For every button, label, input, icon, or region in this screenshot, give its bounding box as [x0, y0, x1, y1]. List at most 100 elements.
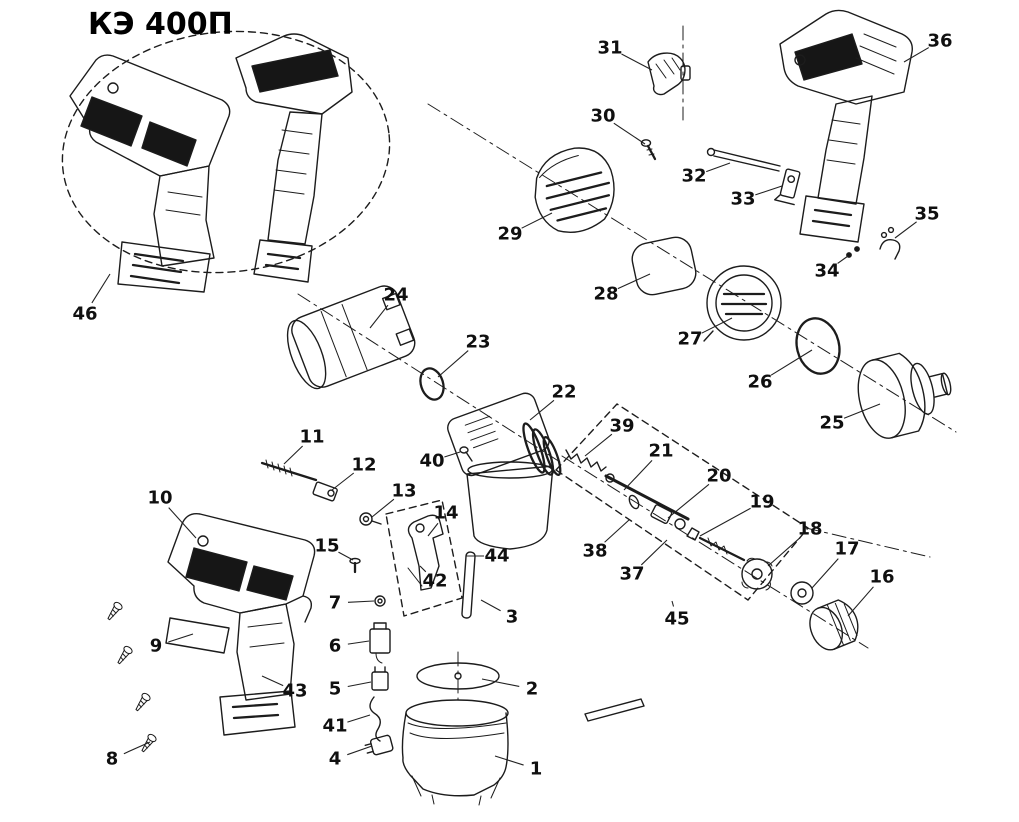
part-label-8: 8 [106, 749, 119, 770]
part-label-7: 7 [329, 593, 342, 614]
part-29-grille [534, 147, 615, 234]
part-31-clip [647, 52, 691, 96]
leader-line-22 [529, 399, 555, 421]
part-23-oring [419, 367, 445, 401]
part-label-2: 2 [526, 679, 539, 700]
leader-line-33 [755, 185, 783, 196]
leader-line-37 [640, 539, 668, 566]
part-28-filter [631, 236, 697, 296]
part-label-4: 4 [329, 749, 342, 770]
part-label-29: 29 [497, 224, 522, 245]
leader-line-40 [444, 451, 461, 458]
gun-10-body [167, 513, 316, 736]
nameplate-9 [165, 617, 230, 654]
needle-assembly [565, 449, 746, 562]
part-label-26: 26 [747, 372, 772, 393]
part-label-10: 10 [147, 488, 172, 509]
part-16-air-cap [809, 599, 859, 651]
part-26-oring [795, 317, 841, 375]
part-30-screw [640, 139, 657, 161]
part-label-37: 37 [619, 564, 644, 585]
leader-line-16 [847, 586, 874, 617]
detail-box-45 [555, 403, 809, 601]
inset-gun-left [69, 54, 231, 293]
part-label-41: 41 [322, 716, 347, 737]
leader-line-21 [623, 460, 653, 491]
part-label-31: 31 [597, 38, 622, 59]
leader-line-11 [283, 445, 304, 465]
inset-gun-right [235, 33, 353, 283]
part-17-nozzle [790, 581, 814, 605]
part-label-46: 46 [72, 304, 97, 325]
part-label-23: 23 [465, 332, 490, 353]
leader-line-43 [261, 675, 284, 687]
part-label-5: 5 [329, 679, 342, 700]
part-7-nut [374, 595, 386, 607]
leader-line-14 [427, 522, 439, 537]
part-label-27: 27 [677, 329, 702, 350]
leader-line-10 [168, 507, 197, 539]
part-label-43: 43 [282, 681, 307, 702]
diagram-title: КЭ 400П [88, 7, 233, 42]
part-label-25: 25 [819, 413, 844, 434]
leader-line-1 [494, 755, 524, 766]
leader-line-36 [903, 47, 930, 63]
part-25-turbine [857, 352, 952, 439]
leader-line-42 [419, 565, 427, 573]
leader-line-26 [770, 349, 813, 376]
part-27-filter-housing [703, 265, 782, 342]
part-label-36: 36 [927, 31, 952, 52]
part-18-nozzle-holder [741, 557, 773, 591]
leader-line-27 [701, 317, 733, 334]
strip-part [584, 698, 645, 722]
leader-line-35 [894, 221, 917, 239]
leader-line-20 [667, 483, 710, 519]
leader-line-29 [521, 212, 553, 229]
part-label-13: 13 [391, 481, 416, 502]
part-11-needle [260, 459, 318, 482]
leader-line-12 [331, 472, 355, 491]
leader-line-46 [91, 273, 111, 304]
part-label-39: 39 [609, 416, 634, 437]
part-label-9: 9 [150, 636, 163, 657]
part-14-lever [407, 514, 444, 591]
part-5-connector [371, 666, 389, 691]
part-label-42: 42 [422, 571, 447, 592]
part-22-pump-body [447, 392, 562, 550]
part-3-tube [461, 551, 476, 619]
part-label-1: 1 [530, 759, 543, 780]
part-6-switch [369, 622, 391, 664]
leader-line-3 [480, 599, 501, 612]
part-2-lid [416, 651, 500, 701]
leader-line-5 [347, 681, 372, 688]
part-label-22: 22 [551, 382, 576, 403]
part-label-15: 15 [314, 536, 339, 557]
leader-line-34 [837, 255, 849, 264]
part-label-20: 20 [706, 466, 731, 487]
part-label-34: 34 [814, 261, 839, 282]
part-label-16: 16 [869, 567, 894, 588]
part-12-block [312, 481, 338, 502]
part-label-30: 30 [590, 106, 615, 127]
part-label-12: 12 [351, 455, 376, 476]
leader-line-28 [617, 273, 651, 290]
detail-ellipse-46 [61, 30, 391, 274]
leader-line-24 [369, 304, 389, 329]
part-1-container [401, 699, 509, 806]
leader-line-19 [699, 507, 751, 537]
center-axis-lines [297, 25, 957, 649]
part-label-11: 11 [299, 427, 324, 448]
leader-line-2 [481, 678, 520, 687]
part-label-44: 44 [484, 546, 509, 567]
part-35-clip [879, 226, 901, 260]
labels-layer: 1234567891011121314151617181920212223242… [72, 31, 952, 780]
part-4-plug [364, 734, 394, 756]
part-32-rod [706, 147, 781, 172]
gun-36 [779, 9, 913, 243]
leader-line-45 [671, 600, 675, 607]
leader-line-41 [347, 714, 371, 723]
part-15-screw [349, 557, 361, 574]
part-label-3: 3 [506, 607, 519, 628]
part-13-nut [359, 512, 382, 526]
